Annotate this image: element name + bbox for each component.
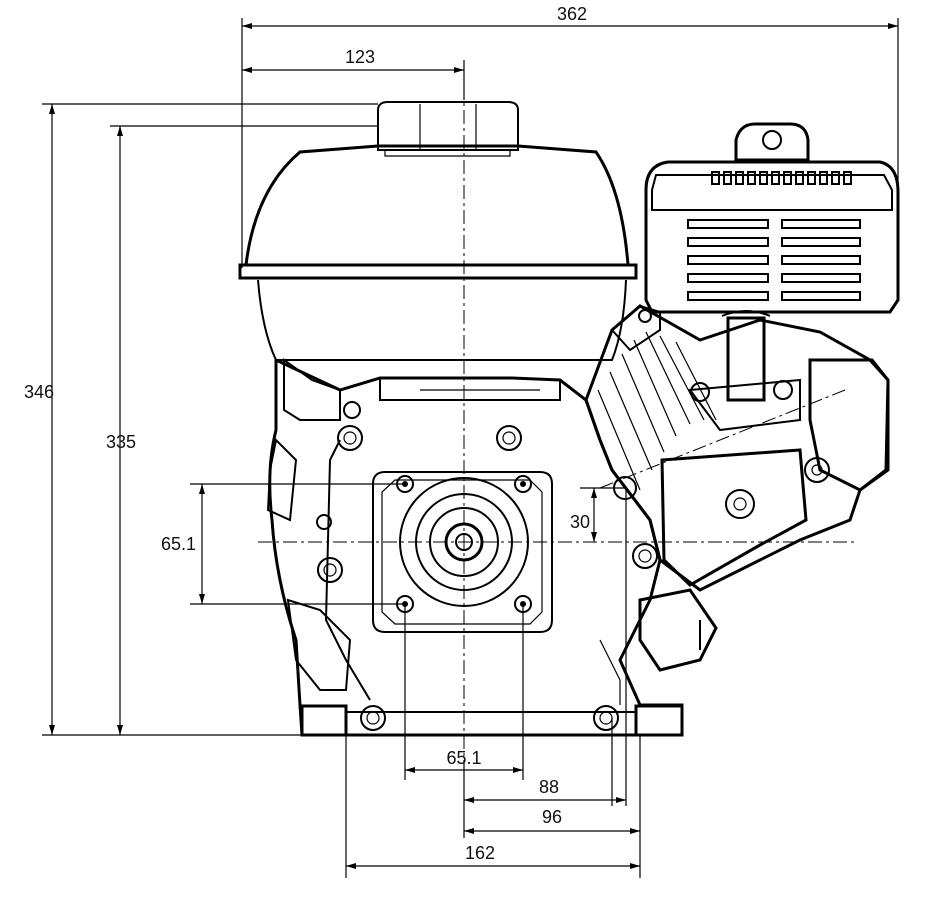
center-lines (258, 60, 855, 760)
fuel-tank (244, 144, 630, 267)
dimension-labels: 362 123 346 335 65.1 30 65.1 88 96 162 (24, 4, 590, 863)
dimension-lines (42, 18, 899, 878)
fuel-cap (377, 101, 519, 151)
dim-label-88: 88 (539, 777, 559, 797)
dim-label-123: 123 (345, 47, 375, 67)
dim-label-162: 162 (465, 843, 495, 863)
dim-label-65-1-vertical: 65.1 (161, 534, 196, 554)
dim-label-346: 346 (24, 382, 54, 402)
dim-label-335: 335 (106, 432, 136, 452)
dim-label-65-1-horizontal: 65.1 (446, 748, 481, 768)
base-plate (300, 704, 348, 737)
crankcase (268, 357, 684, 737)
dim-label-362: 362 (557, 4, 587, 24)
engine-body (238, 101, 900, 737)
air-filter (644, 122, 900, 314)
pto-face (372, 471, 553, 633)
shaft-bolt-holes (396, 475, 532, 613)
dim-label-96: 96 (542, 807, 562, 827)
dim-label-30: 30 (570, 512, 590, 532)
